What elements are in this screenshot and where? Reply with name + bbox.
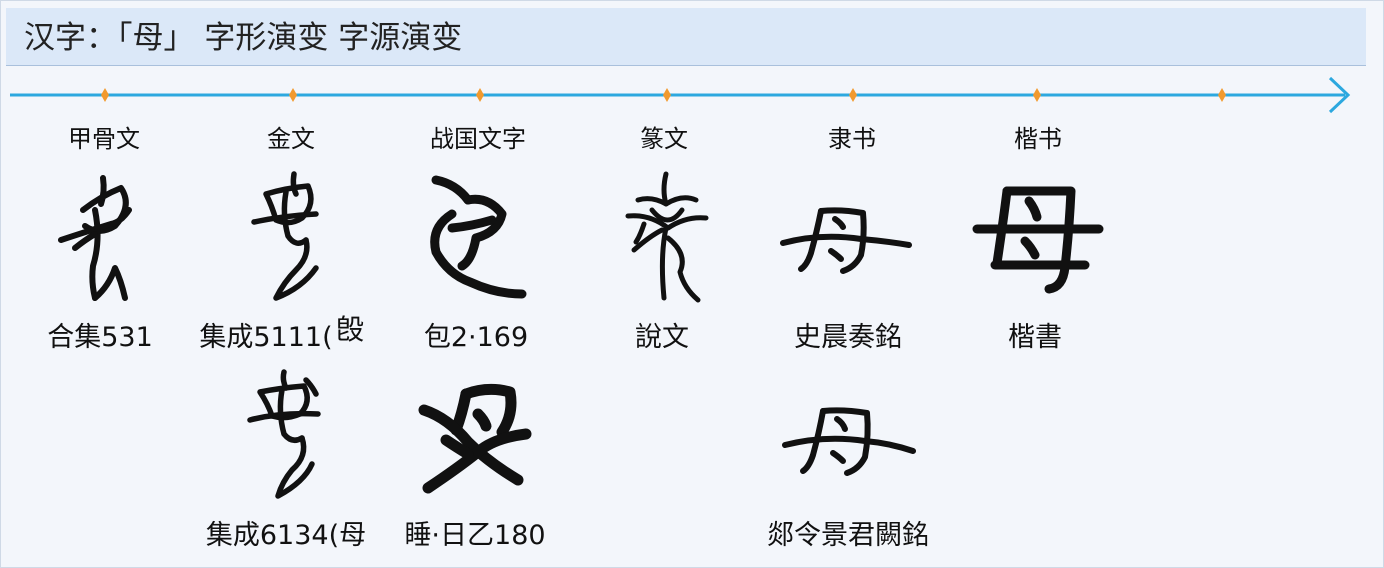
source-caption-seal: 說文 — [635, 322, 689, 353]
glyph-regular — [972, 183, 1104, 298]
glyph-seal — [622, 170, 712, 310]
timeline-marker — [1033, 88, 1041, 102]
timeline-marker — [663, 88, 671, 102]
timeline-marker — [101, 88, 109, 102]
era-label-regular: 楷书 — [1014, 125, 1062, 153]
glyph-clerical-2 — [781, 405, 916, 480]
era-label-oracle: 甲骨文 — [68, 125, 140, 153]
source-caption-warring-states-2: 睡·日乙180 — [404, 520, 546, 551]
era-label-bronze: 金文 — [267, 125, 315, 153]
source-caption-bronze-1: 集成5111( — [199, 322, 333, 353]
timeline-markers — [101, 88, 1226, 102]
source-caption-warring-states-1: 包2·169 — [423, 322, 529, 353]
timeline-marker — [476, 88, 484, 102]
source-caption-clerical-1: 史晨奏銘 — [794, 322, 902, 353]
glyph-clerical-1 — [780, 205, 912, 275]
glyph-oracle-bone — [55, 170, 145, 310]
source-caption-bronze-1-tail: 𣪘 — [336, 312, 364, 348]
source-caption-clerical-2: 郯令景君闕銘 — [767, 520, 929, 551]
timeline-marker — [289, 88, 297, 102]
glyph-warring-states-2 — [418, 380, 538, 500]
source-caption-bronze-2: 集成6134(母 — [205, 520, 367, 551]
glyph-warring-states-1 — [422, 170, 532, 310]
era-label-clerical: 隶书 — [828, 125, 876, 153]
title-bar: 汉字：「母」 字形演变 字源演变 — [6, 8, 1366, 66]
source-caption-oracle: 合集531 — [47, 322, 153, 353]
glyph-bronze-2 — [246, 369, 336, 505]
era-label-warring-states: 战国文字 — [430, 125, 526, 153]
timeline-arrowhead — [1328, 76, 1351, 114]
source-caption-regular: 楷書 — [1008, 322, 1062, 353]
glyph-bronze-1 — [246, 170, 336, 310]
timeline-marker — [849, 88, 857, 102]
era-label-seal: 篆文 — [640, 125, 688, 153]
timeline — [10, 76, 1351, 114]
page-title: 汉字：「母」 字形演变 字源演变 — [24, 20, 463, 56]
timeline-marker — [1218, 88, 1226, 102]
source-caption-bronze-1-tail-text: 𣪘 — [336, 313, 365, 346]
